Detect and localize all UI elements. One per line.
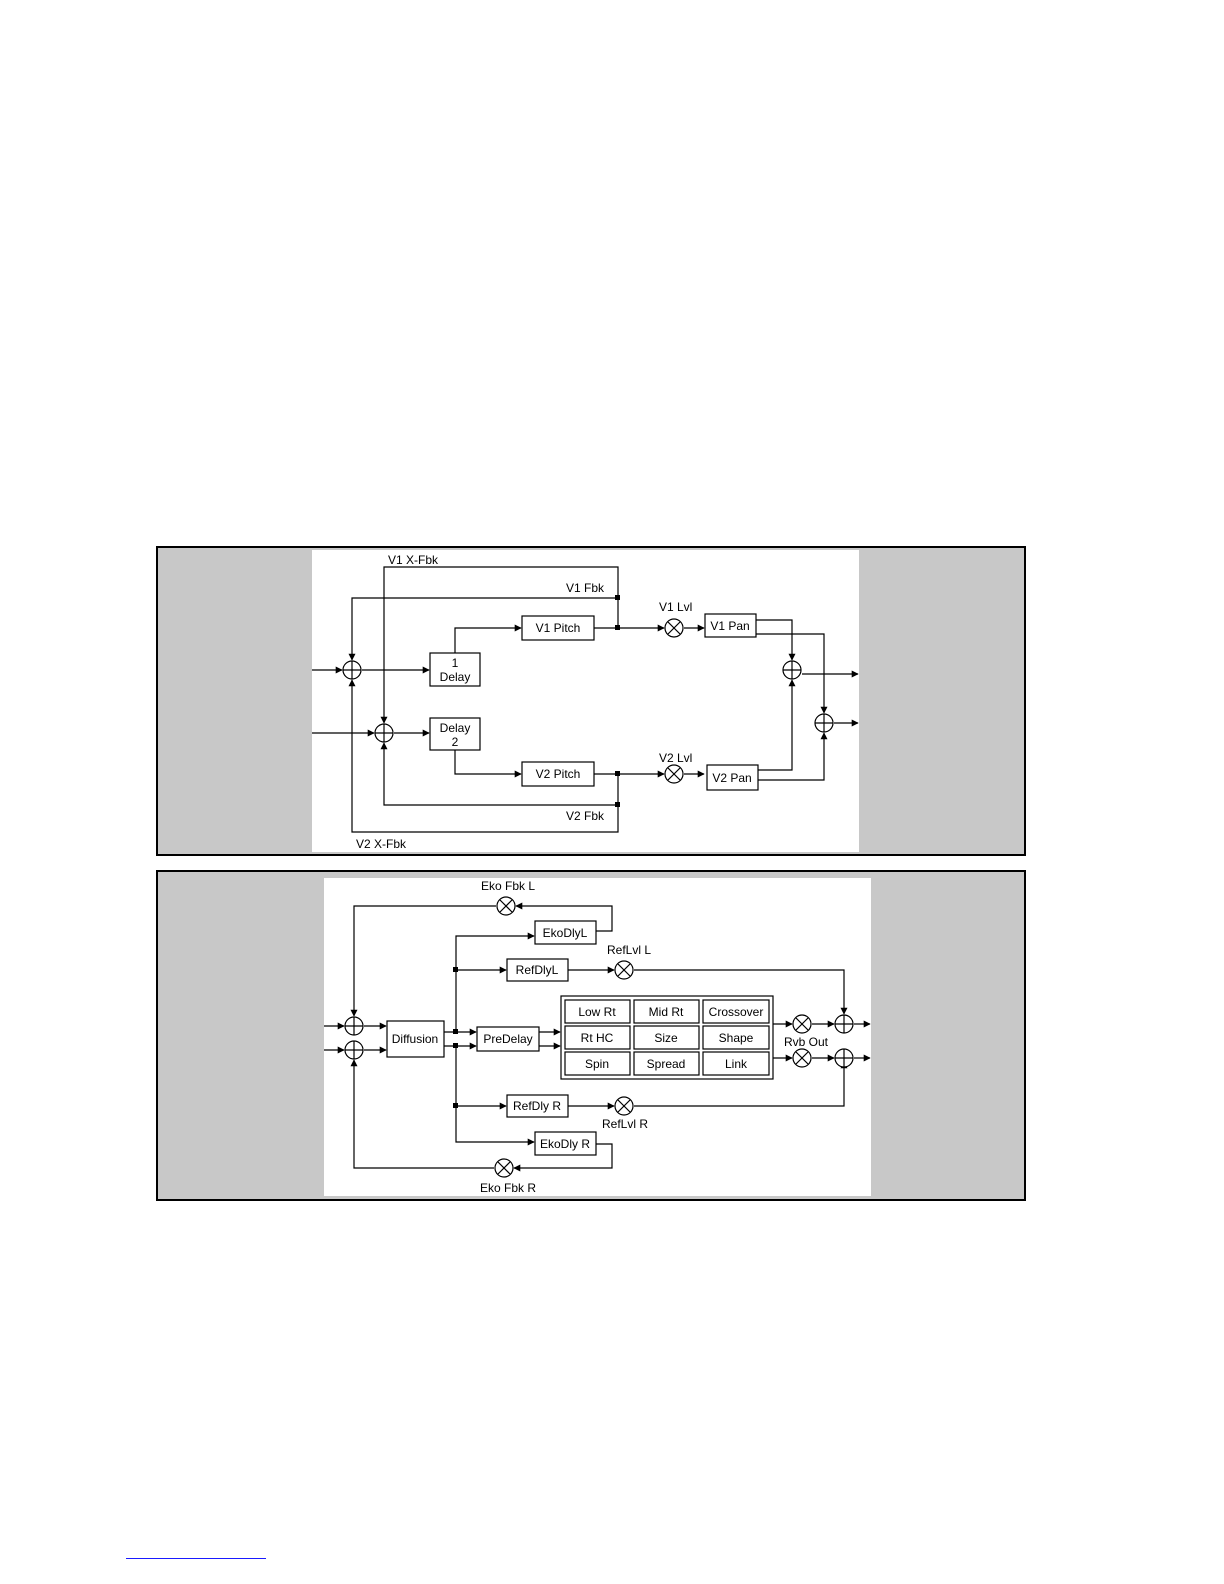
rvb-out-multiplier-right [793, 1049, 811, 1067]
reverb-panel: Diffusion PreDelay EkoDlyL RefDlyL RefDl… [156, 870, 1026, 1201]
junction-dot [615, 771, 620, 776]
sum-junction-out-2 [815, 714, 833, 732]
grid-label-shape: Shape [719, 1031, 754, 1045]
ref-dly-r-label: RefDly R [513, 1099, 561, 1113]
v2-lvl-label: V2 Lvl [659, 751, 692, 765]
junction-dot [453, 1029, 458, 1034]
grid-label-rt-hc: Rt HC [581, 1031, 614, 1045]
junction-dot [615, 625, 620, 630]
grid-label-low-rt: Low Rt [578, 1005, 616, 1019]
pitch-delay-panel: 1 Delay Delay 2 V1 Pitch V2 Pitch V1 Pan… [156, 546, 1026, 856]
reverb-diagram: Diffusion PreDelay EkoDlyL RefDlyL RefDl… [324, 878, 871, 1196]
grid-label-size: Size [654, 1031, 678, 1045]
v1-fbk-label: V1 Fbk [566, 581, 605, 595]
v1-level-multiplier [665, 619, 683, 637]
v1-pan-label: V1 Pan [710, 619, 749, 633]
junction-dot [453, 967, 458, 972]
eko-fbk-l-multiplier [497, 897, 515, 915]
pitch-delay-diagram: 1 Delay Delay 2 V1 Pitch V2 Pitch V1 Pan… [312, 550, 859, 852]
delay-1-label: Delay [440, 670, 471, 684]
grid-label-crossover: Crossover [709, 1005, 764, 1019]
sum-junction-1 [343, 661, 361, 679]
input-sum-right [345, 1041, 363, 1059]
v2-level-multiplier [665, 765, 683, 783]
v1-pitch-label: V1 Pitch [536, 621, 581, 635]
ref-lvl-l-multiplier [615, 961, 633, 979]
grid-label-mid-rt: Mid Rt [649, 1005, 684, 1019]
output-sum-left [835, 1015, 853, 1033]
v1-x-fbk-label: V1 X-Fbk [388, 553, 439, 567]
ref-lvl-r-label: RefLvl R [602, 1117, 648, 1131]
ref-lvl-l-label: RefLvl L [607, 943, 651, 957]
eko-fbk-r-multiplier [495, 1159, 513, 1177]
rvb-out-label: Rvb Out [784, 1035, 829, 1049]
sum-junction-2 [375, 724, 393, 742]
ref-dly-l-label: RefDlyL [516, 963, 559, 977]
v2-x-fbk-label: V2 X-Fbk [356, 837, 407, 851]
input-sum-left [345, 1017, 363, 1035]
ref-lvl-r-multiplier [615, 1097, 633, 1115]
eko-fbk-l-label: Eko Fbk L [481, 879, 535, 893]
delay-2-number: 2 [452, 735, 459, 749]
delay-1-number: 1 [452, 656, 459, 670]
grid-label-spin: Spin [585, 1057, 609, 1071]
rvb-out-multiplier-left [793, 1015, 811, 1033]
predelay-label: PreDelay [483, 1032, 532, 1046]
output-sum-right [835, 1049, 853, 1067]
junction-dot [453, 1043, 458, 1048]
junction-dot [615, 802, 620, 807]
diffusion-label: Diffusion [392, 1032, 438, 1046]
junction-dot [453, 1103, 458, 1108]
eko-dly-r-label: EkoDly R [540, 1137, 590, 1151]
v2-fbk-label: V2 Fbk [566, 809, 605, 823]
eko-dly-l-label: EkoDlyL [543, 926, 588, 940]
junction-dot [615, 595, 620, 600]
v2-pan-label: V2 Pan [712, 771, 751, 785]
v2-pitch-label: V2 Pitch [536, 767, 581, 781]
sum-junction-out-1 [783, 661, 801, 679]
eko-fbk-r-label: Eko Fbk R [480, 1181, 536, 1195]
delay-2-label: Delay [440, 721, 471, 735]
grid-label-link: Link [725, 1057, 748, 1071]
footnote-rule [126, 1558, 266, 1559]
grid-label-spread: Spread [647, 1057, 686, 1071]
v1-lvl-label: V1 Lvl [659, 600, 692, 614]
